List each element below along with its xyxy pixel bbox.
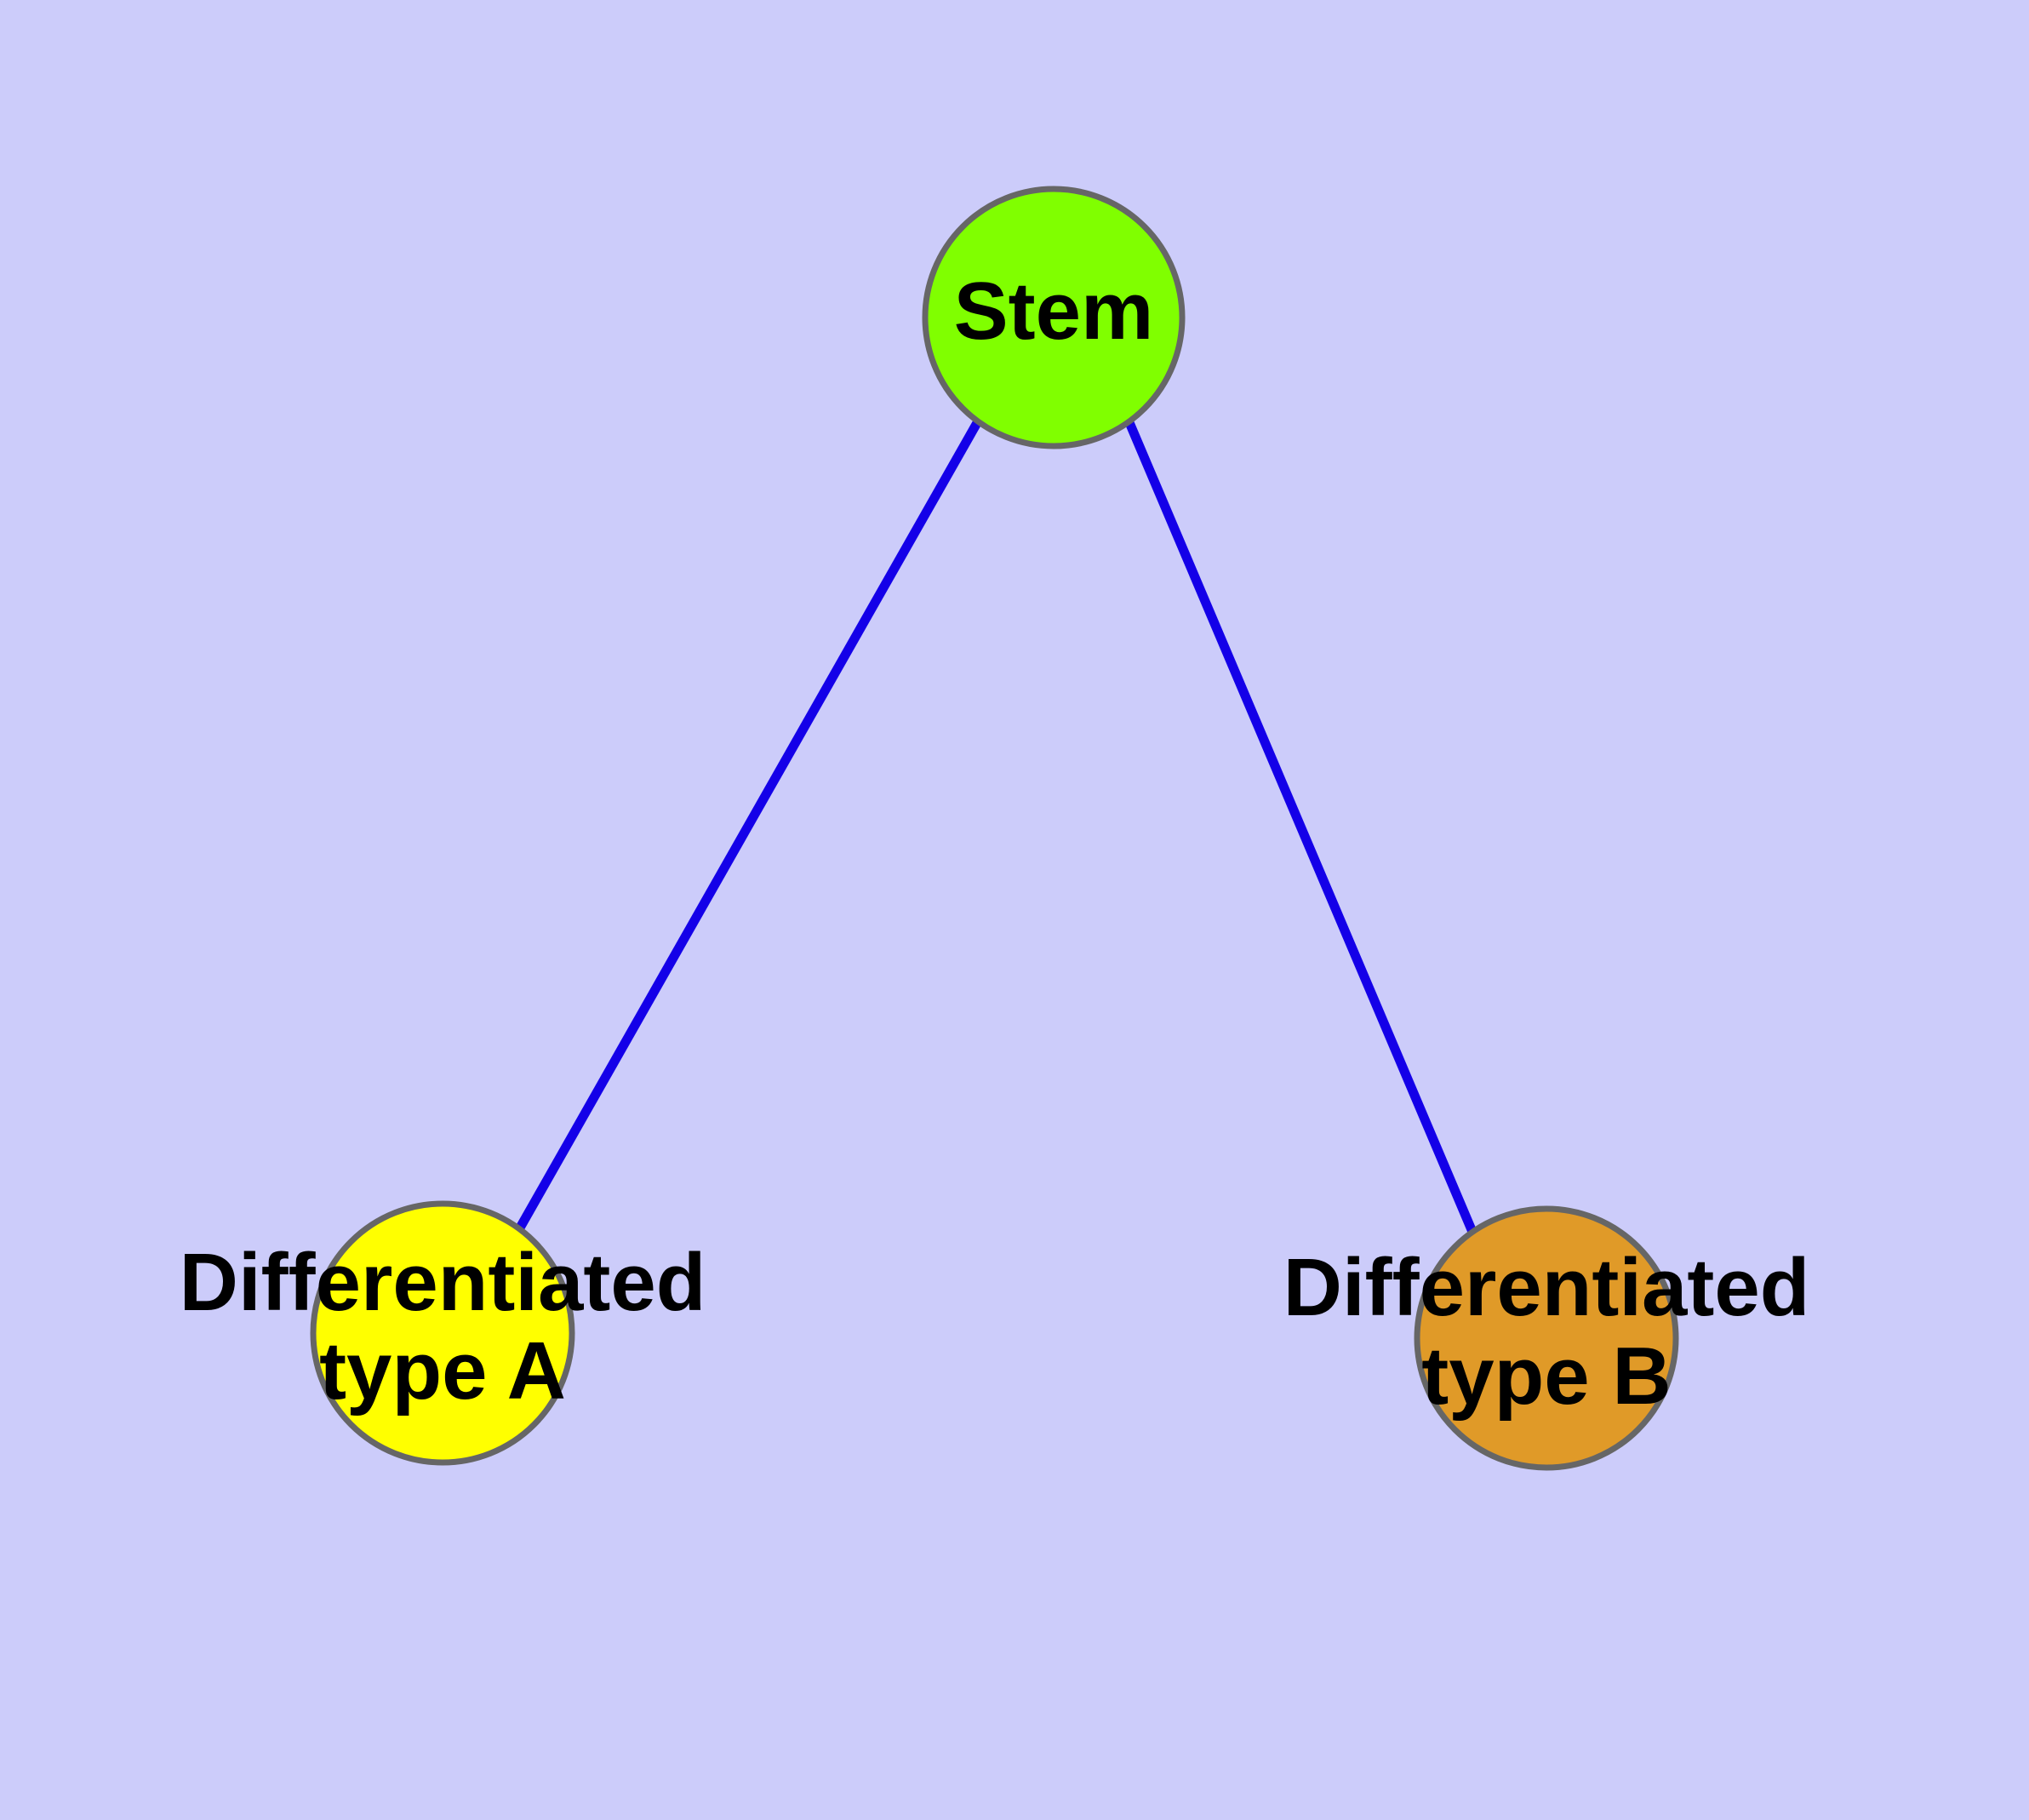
node-diff-a[interactable]	[310, 1200, 575, 1466]
node-stem[interactable]	[922, 186, 1186, 449]
nodes-group	[310, 186, 1679, 1471]
edges-group	[515, 418, 1477, 1234]
node-label-line: Differentiated	[180, 1237, 706, 1328]
node-label-line: Stem	[954, 266, 1154, 357]
node-label-line: type B	[1421, 1331, 1671, 1422]
node-label-stem: Stem	[954, 266, 1154, 357]
edge-stem-to-diff-a	[515, 419, 982, 1232]
node-label-line: Differentiated	[1283, 1242, 1810, 1333]
node-label-line: type A	[319, 1325, 566, 1417]
edge-stem-to-diff-b	[1123, 418, 1477, 1234]
node-diff-b[interactable]	[1414, 1205, 1679, 1471]
